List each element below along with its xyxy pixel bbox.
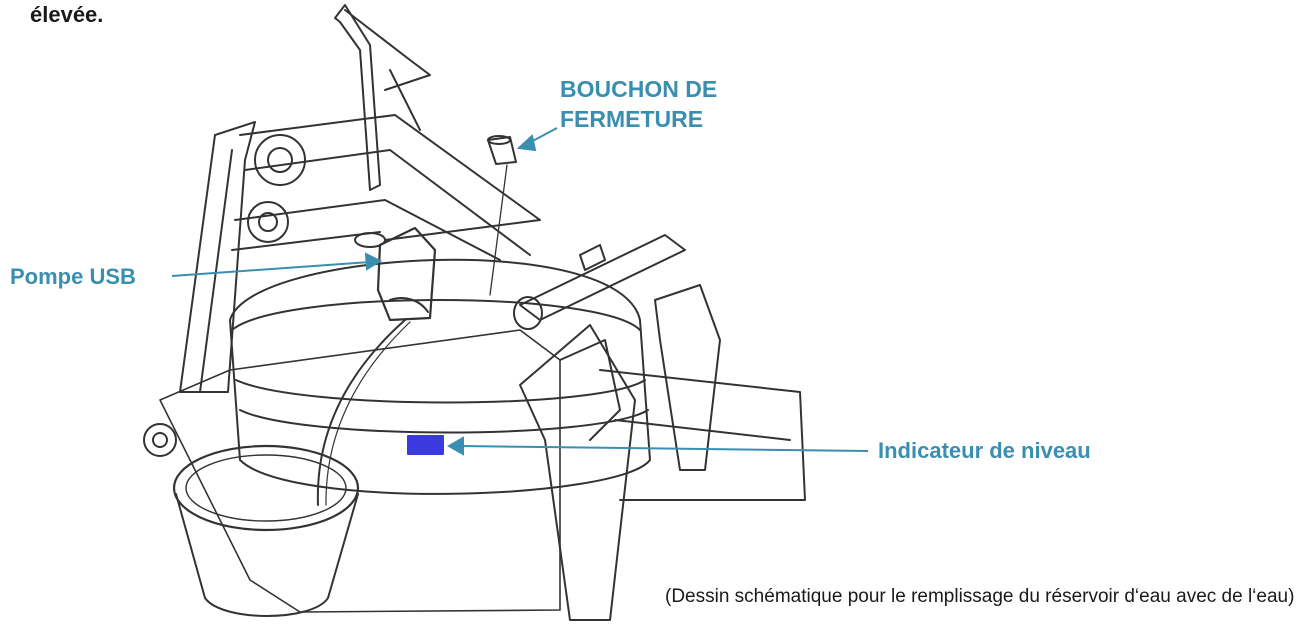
foot-rest-right bbox=[654, 284, 721, 471]
lower-rail bbox=[234, 199, 501, 261]
pump-disk bbox=[354, 232, 386, 248]
usb-pump bbox=[376, 226, 437, 322]
middle-roller bbox=[247, 201, 289, 243]
previous-paragraph-fragment: élevée. bbox=[30, 2, 104, 27]
level-indicator-label: Indicateur de niveau bbox=[878, 438, 1091, 463]
pump-hose bbox=[316, 319, 406, 506]
handle-grip bbox=[344, 9, 431, 91]
usb-pump-label: Pompe USB bbox=[10, 264, 136, 289]
foot-rest-left bbox=[519, 324, 636, 621]
base-frame bbox=[159, 329, 561, 613]
handle bbox=[334, 4, 381, 191]
closing-cap-label-line2: FERMETURE bbox=[560, 106, 704, 132]
closing-cap bbox=[487, 136, 517, 165]
front-rail bbox=[599, 369, 806, 501]
water-tank-rim bbox=[231, 299, 641, 331]
closing-cap-label-line1: BOUCHON DE bbox=[560, 76, 718, 102]
level-indicator-window bbox=[407, 435, 444, 455]
bucket-rim bbox=[172, 444, 360, 532]
water-tank-body bbox=[229, 258, 651, 495]
closing-cap-label: BOUCHON DE FERMETURE bbox=[560, 74, 717, 134]
rear-frame bbox=[179, 121, 256, 393]
bucket-body bbox=[175, 493, 359, 617]
upper-rail bbox=[239, 114, 541, 241]
handlebar bbox=[519, 234, 686, 321]
top-roller bbox=[254, 134, 306, 186]
ground-wheel bbox=[143, 423, 177, 457]
figure-caption: (Dessin schématique pour le remplissage … bbox=[665, 586, 1295, 607]
level-indicator-arrow bbox=[459, 445, 869, 452]
usb-pump-arrow bbox=[171, 261, 371, 277]
